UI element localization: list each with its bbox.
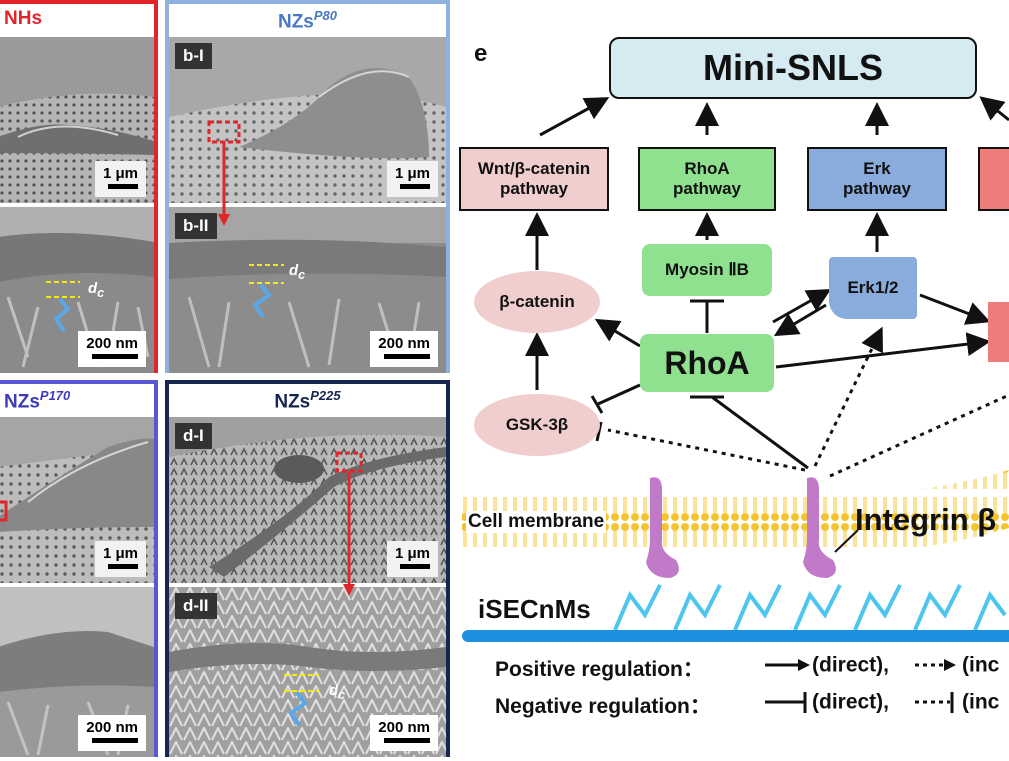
panel-e-label: e	[474, 40, 488, 67]
panel-b-red-arrow	[218, 142, 230, 226]
panel-b: NZsP80 b-I 1 μm	[165, 0, 450, 373]
legend-negative-indirect: (inc	[962, 690, 1000, 714]
panel-c-title: NZsP170	[4, 388, 71, 413]
dc-label-a: dc	[88, 280, 105, 300]
myosin-node: Myosin ⅡB	[642, 244, 772, 296]
panel-c: NZsP170 1 μm	[0, 380, 158, 757]
panel-a: NHs 1 μm	[0, 0, 158, 373]
integrin-label: Integrin β	[855, 502, 997, 537]
red-pathway-box-cropped	[978, 147, 1009, 211]
substrate-label: iSECnMs	[478, 594, 591, 624]
scale-bar-a-bottom: 200 nm	[78, 331, 146, 367]
cell-membrane-label: Cell membrane	[466, 511, 607, 533]
scale-bar-b-top: 1 μm	[386, 161, 438, 197]
panel-d: NZsP225 d-I 1 μm	[165, 380, 450, 757]
sem-image-a-top: 1 μm	[0, 37, 154, 203]
erk12-node: Erk1/2	[829, 257, 917, 319]
panel-d-red-arrow	[343, 472, 355, 596]
panel-b-title: NZsP80	[277, 8, 338, 33]
legend-positive: Positive regulation：	[495, 658, 704, 681]
legend-negative: Negative regulation：	[495, 695, 711, 718]
tag-b-II: b-II	[175, 213, 217, 239]
scale-bar-b-bottom: 200 nm	[370, 331, 438, 367]
gsk3b-node: GSK-3β	[474, 394, 600, 456]
sem-image-d-bottom: d-II dc 200 nm	[169, 587, 446, 757]
integrin-right-icon	[803, 477, 836, 578]
dc-label-d: dc	[329, 682, 346, 702]
red-node-cropped	[988, 302, 1009, 362]
sem-image-b-bottom: b-II dc 200 nm	[169, 207, 446, 373]
tag-d-II: d-II	[175, 593, 217, 619]
scale-bar-c-top: 1 μm	[94, 541, 146, 577]
sem-image-a-bottom: dc 200 nm	[0, 207, 154, 373]
beta-catenin-node: β-catenin	[474, 271, 600, 333]
panel-d-title: NZsP225	[274, 388, 341, 413]
tag-d-I: d-I	[175, 423, 212, 449]
legend-positive-direct: (direct),	[812, 653, 890, 677]
dc-label-b: dc	[289, 262, 306, 282]
mini-snls-box: Mini-SNLS	[609, 37, 977, 99]
integrin-left-icon	[646, 477, 679, 578]
scale-bar-c-bottom: 200 nm	[78, 715, 146, 751]
rhoa-node: RhoA	[640, 334, 774, 392]
sem-image-b-top: b-I 1 μm	[169, 37, 446, 203]
scale-bar-a-top: 1 μm	[94, 161, 146, 197]
legend-negative-direct: (direct),	[812, 690, 890, 714]
scale-bar-d-top: 1 μm	[386, 541, 438, 577]
sem-image-d-top: d-I 1 μm	[169, 417, 446, 583]
legend-positive-indirect: (inc	[962, 653, 1000, 677]
panel-a-title: NHs	[4, 8, 43, 29]
sem-image-c-top: 1 μm	[0, 417, 154, 583]
tag-b-I: b-I	[175, 43, 212, 69]
sem-image-c-bottom: 200 nm	[0, 587, 154, 757]
scale-bar-d-bottom: 200 nm	[370, 715, 438, 751]
